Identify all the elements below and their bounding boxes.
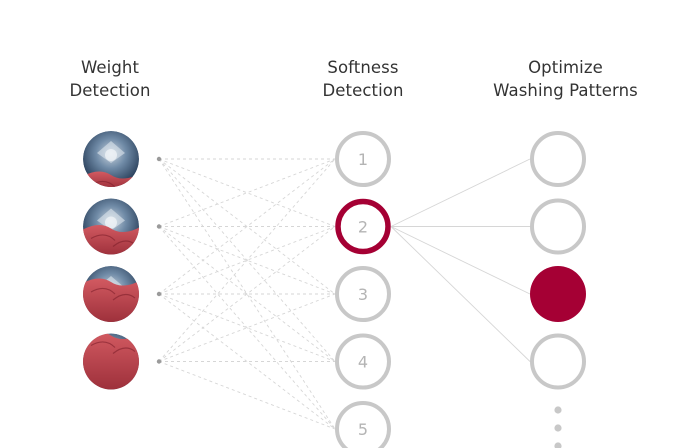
connector-lines bbox=[158, 158, 531, 430]
fabric-fold bbox=[90, 234, 136, 247]
weight-softness-connector bbox=[158, 226, 336, 295]
pattern-node bbox=[530, 198, 586, 255]
weight-detection-title: Weight Detection bbox=[50, 56, 170, 102]
weight-softness-connector bbox=[158, 226, 336, 362]
softness-node-ring bbox=[335, 198, 391, 255]
weight-title-line1: Weight bbox=[80, 58, 140, 77]
weight-softness-connector bbox=[158, 293, 336, 362]
softness-title-line1: Softness bbox=[327, 58, 399, 77]
ellipsis-dot bbox=[554, 424, 562, 432]
softness-node-3: 3 bbox=[335, 266, 391, 322]
weight-softness-connector bbox=[158, 293, 336, 430]
softness-node-5: 5 bbox=[335, 401, 391, 448]
weight-node-load-level-2 bbox=[83, 198, 162, 255]
softness-node-2: 2 bbox=[335, 198, 391, 255]
softness-node-ring bbox=[335, 401, 391, 448]
softness-node-4: 4 bbox=[335, 333, 391, 390]
weight-softness-connector bbox=[158, 226, 336, 430]
weight-output-dot bbox=[156, 359, 162, 364]
weight-output-dot bbox=[156, 156, 162, 162]
softness-node-label: 5 bbox=[358, 420, 368, 439]
weight-output-dot bbox=[156, 291, 162, 297]
softness-nodes: 1 2 3 4 5 bbox=[335, 131, 391, 448]
weight-softness-connector bbox=[158, 361, 336, 430]
softness-node-ring bbox=[335, 131, 391, 187]
softness-node-ring bbox=[335, 266, 391, 322]
fabric-load bbox=[83, 333, 139, 390]
weight-nodes bbox=[83, 131, 162, 390]
weight-node-load-level-3 bbox=[83, 266, 162, 322]
weight-node-load-level-4 bbox=[83, 333, 162, 390]
weight-node-load-level-1 bbox=[83, 131, 162, 187]
weight-title-line2: Detection bbox=[69, 81, 151, 100]
softness-node-1: 1 bbox=[335, 131, 391, 187]
fabric-load bbox=[83, 225, 139, 255]
pattern-node bbox=[530, 131, 586, 187]
more-patterns-ellipsis-icon bbox=[554, 406, 562, 448]
drum-hub bbox=[105, 216, 117, 229]
weight-softness-connector bbox=[158, 158, 336, 227]
softness-node-label: 2 bbox=[358, 218, 368, 237]
optimize-patterns-title: Optimize Washing Patterns bbox=[478, 56, 653, 102]
ellipsis-dot bbox=[554, 442, 562, 448]
weight-softness-connector bbox=[158, 158, 336, 227]
fabric-load bbox=[83, 278, 139, 322]
drum-hub bbox=[105, 149, 117, 161]
optimize-title-line2: Washing Patterns bbox=[493, 81, 638, 100]
softness-node-label: 3 bbox=[358, 285, 368, 304]
weight-softness-connector bbox=[158, 158, 336, 362]
pattern-nodes bbox=[530, 131, 586, 390]
softness-title-line2: Detection bbox=[322, 81, 404, 100]
weight-softness-connector bbox=[158, 158, 336, 295]
weight-output-dot bbox=[156, 224, 162, 229]
weight-softness-connector bbox=[158, 293, 336, 362]
softness-detection-title: Softness Detection bbox=[303, 56, 423, 102]
softness-node-label: 1 bbox=[358, 150, 368, 169]
fabric-fold bbox=[90, 287, 136, 301]
softness-pattern-connector bbox=[390, 226, 531, 295]
softness-pattern-connector bbox=[390, 226, 531, 362]
softness-pattern-connector bbox=[390, 158, 531, 227]
softness-node-label: 4 bbox=[358, 353, 368, 372]
pattern-node bbox=[530, 333, 586, 390]
softness-node-ring bbox=[335, 333, 391, 390]
fabric-fold bbox=[90, 341, 136, 354]
optimize-title-line1: Optimize bbox=[528, 58, 603, 77]
pattern-node-selected bbox=[530, 266, 586, 322]
weight-softness-connector bbox=[158, 226, 336, 295]
ellipsis-dot bbox=[554, 406, 562, 414]
